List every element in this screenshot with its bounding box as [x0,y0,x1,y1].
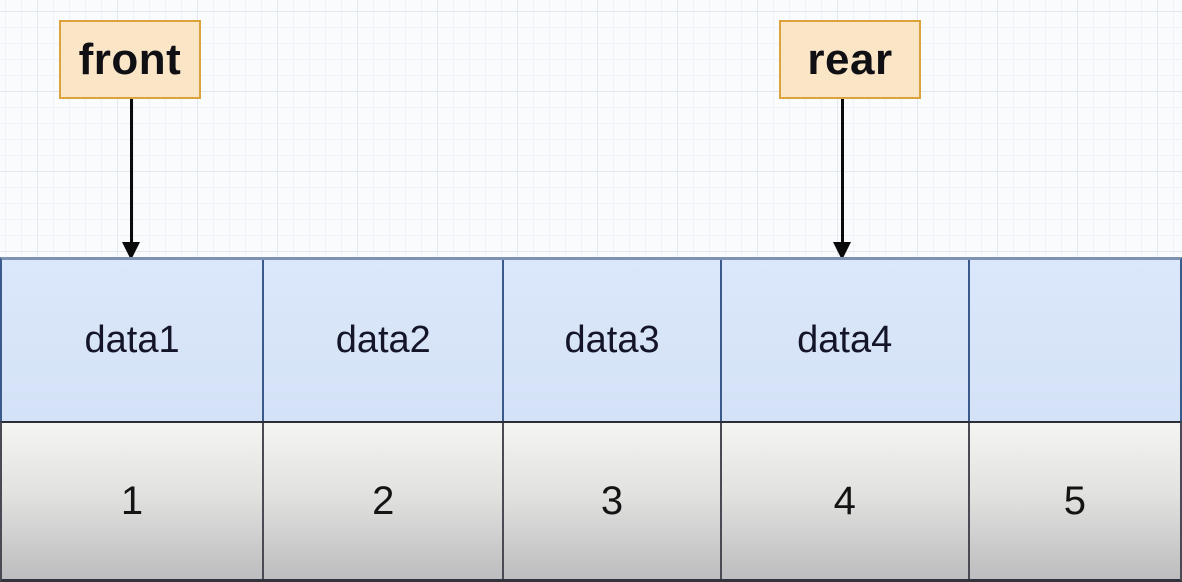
queue-index-cell-3: 3 [504,423,722,579]
queue-data-cell-1: data1 [2,260,265,421]
queue-data-cell-5-empty [969,260,1180,421]
queue-data-cell-4: data4 [721,260,970,421]
queue-data-row: data1 data2 data3 data4 [0,257,1182,421]
front-arrow-stem [130,99,133,245]
rear-arrow-down-icon [832,99,852,262]
queue-index-cell-2: 2 [264,423,505,579]
queue-index-row: 1 2 3 4 5 [0,421,1182,582]
queue-data-cell-3: data3 [504,260,722,421]
queue-data-cell-2: data2 [264,260,505,421]
rear-arrowhead-icon [833,242,851,260]
queue-array: data1 data2 data3 data4 1 2 3 4 5 [0,257,1182,582]
queue-index-cell-5: 5 [969,423,1180,579]
front-arrow-down-icon [121,99,141,262]
rear-arrow-stem [841,99,844,245]
queue-index-cell-4: 4 [721,423,970,579]
front-pointer-label: front [59,20,201,99]
front-arrowhead-icon [122,242,140,260]
rear-pointer-label: rear [779,20,921,99]
queue-index-cell-1: 1 [2,423,265,579]
